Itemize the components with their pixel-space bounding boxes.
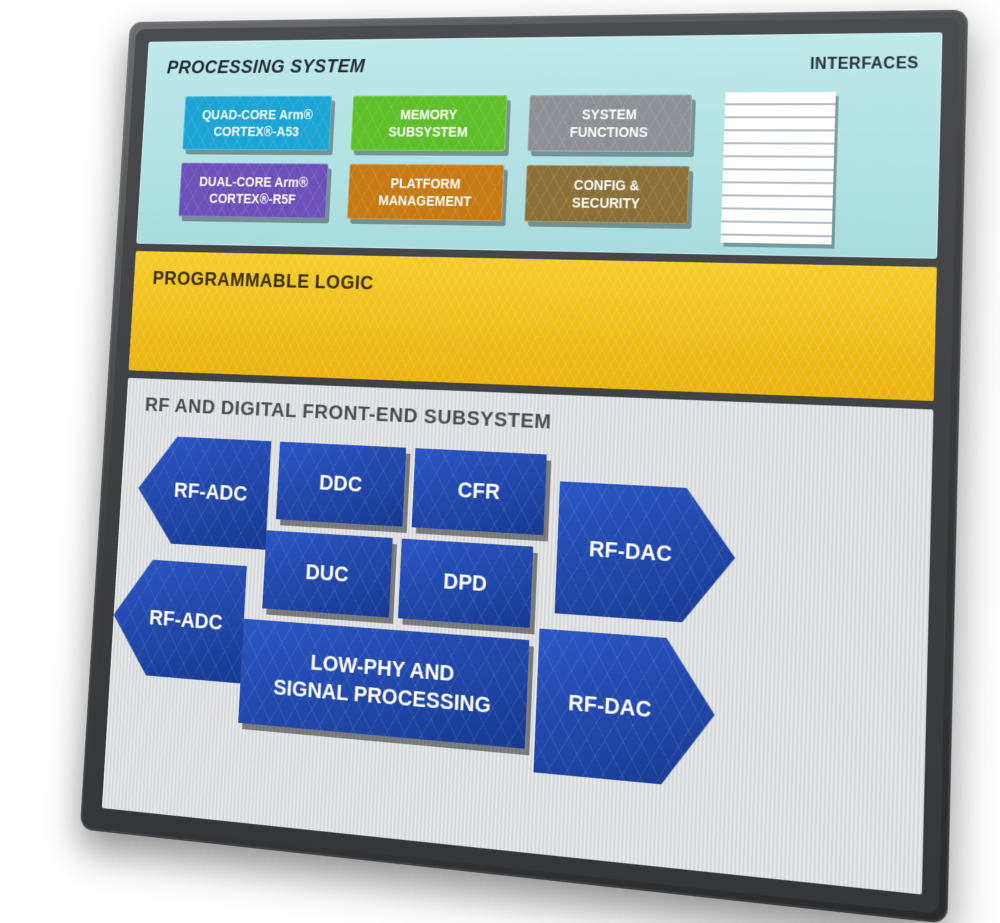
rf-dac-block-2: RF-DAC: [533, 629, 717, 790]
quad-core-line-1: QUAD-CORE Arm®: [201, 107, 314, 123]
duc-block: DUC: [262, 530, 393, 618]
platform-line-1: PLATFORM: [390, 175, 461, 192]
memory-line-2: SUBSYSTEM: [388, 124, 468, 140]
duc-label: DUC: [304, 559, 350, 587]
interfaces-title: INTERFACES: [809, 55, 920, 74]
rf-adc-block-2: RF-ADC: [110, 557, 247, 683]
rf-subsystem-region: RF AND DIGITAL FRONT-END SUBSYSTEM RF-AD…: [101, 377, 934, 895]
quad-core-line-2: CORTEX®-A53: [213, 123, 300, 139]
interfaces-block: [720, 92, 836, 245]
system-functions-line-1: SYSTEM: [581, 106, 638, 123]
rf-dac-block-1: RF-DAC: [555, 481, 738, 626]
rf-subsystem-title: RF AND DIGITAL FRONT-END SUBSYSTEM: [144, 393, 553, 434]
rf-dac-1-label: RF-DAC: [588, 535, 673, 567]
ddc-label: DDC: [318, 469, 363, 497]
rf-adc-1-label: RF-ADC: [173, 477, 249, 506]
dual-core-r5f-block: DUAL-CORE Arm® CORTEX®-R5F: [178, 162, 329, 219]
rf-dac-2-label: RF-DAC: [567, 689, 652, 723]
platform-line-2: MANAGEMENT: [377, 192, 472, 210]
low-phy-signal-processing-block: LOW-PHY AND SIGNAL PROCESSING: [238, 618, 530, 749]
soc-chip: PROCESSING SYSTEM INTERFACES QUAD-CORE A…: [79, 9, 969, 923]
config-line-2: SECURITY: [571, 194, 641, 212]
dual-core-line-2: CORTEX®-R5F: [208, 190, 297, 207]
memory-line-1: MEMORY: [399, 106, 458, 123]
rf-adc-block-1: RF-ADC: [135, 435, 271, 550]
cfr-label: CFR: [456, 477, 501, 505]
dual-core-line-1: DUAL-CORE Arm®: [198, 173, 309, 190]
cfr-block: CFR: [411, 448, 547, 536]
quad-core-a53-block: QUAD-CORE Arm® CORTEX®-A53: [182, 95, 333, 151]
system-functions-line-2: FUNCTIONS: [569, 124, 649, 141]
processing-system-title: PROCESSING SYSTEM: [166, 56, 366, 79]
system-functions-block: SYSTEM FUNCTIONS: [527, 94, 693, 153]
memory-subsystem-block: MEMORY SUBSYSTEM: [350, 95, 508, 152]
dpd-label: DPD: [442, 568, 488, 597]
dpd-block: DPD: [398, 538, 534, 628]
ddc-block: DDC: [275, 441, 407, 527]
config-line-1: CONFIG &: [573, 177, 640, 194]
programmable-logic-title: PROGRAMMABLE LOGIC: [152, 268, 375, 295]
processing-system-region: PROCESSING SYSTEM INTERFACES QUAD-CORE A…: [136, 32, 943, 259]
platform-management-block: PLATFORM MANAGEMENT: [346, 163, 505, 222]
config-security-block: CONFIG & SECURITY: [524, 164, 690, 224]
rf-adc-2-label: RF-ADC: [148, 604, 224, 635]
